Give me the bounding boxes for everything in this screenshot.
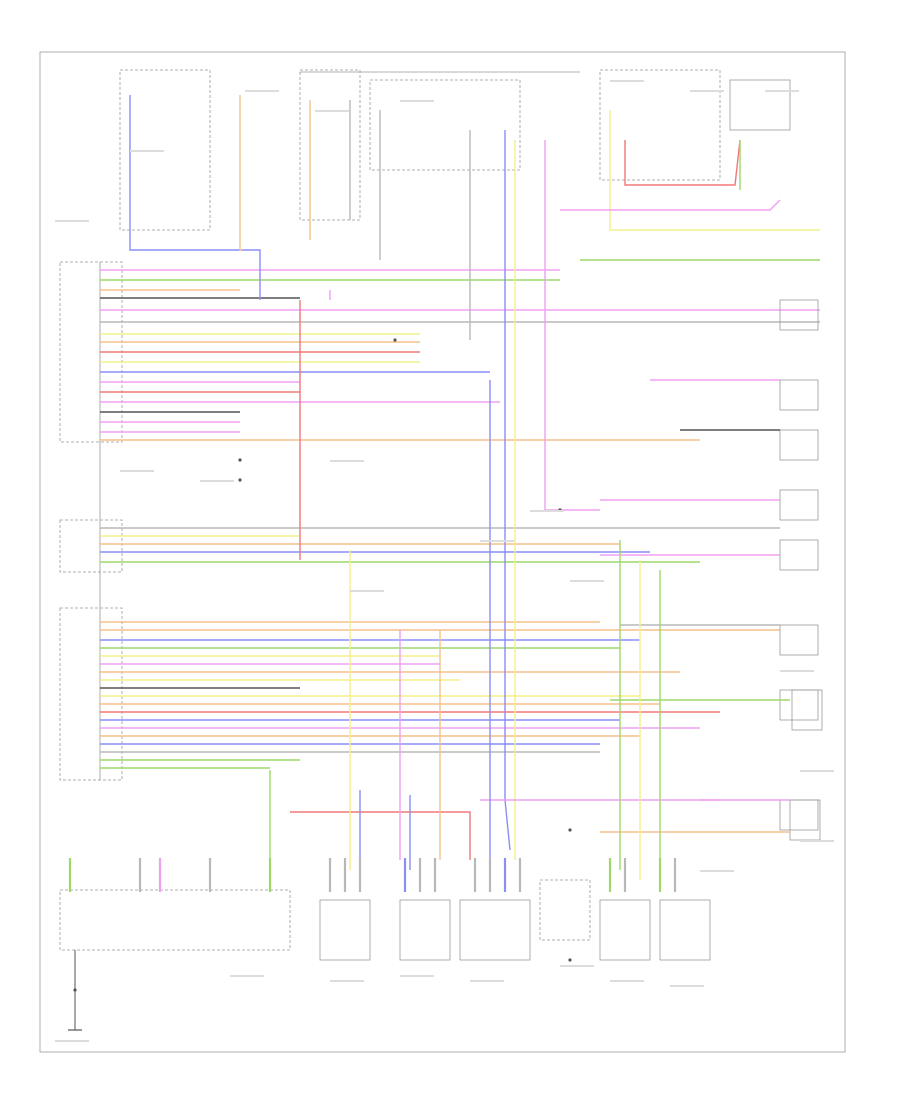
label-mark-14 <box>200 480 234 482</box>
oss-sensor-body <box>791 689 823 731</box>
iss-sensor-body <box>789 799 821 841</box>
torque-converter-clutch <box>779 624 819 656</box>
brake-switch <box>729 79 791 131</box>
label-mark-16 <box>700 870 734 872</box>
splice-3 <box>238 478 242 482</box>
wire-red-top <box>624 139 741 186</box>
label-mark-26 <box>610 980 644 982</box>
ecm-connector-c3 <box>59 607 123 781</box>
vehicle-speed-sensor <box>659 899 711 961</box>
shift-solenoid-a <box>779 379 819 411</box>
label-mark-22 <box>330 980 364 982</box>
wire-pink-top <box>560 199 781 211</box>
throttle-position-sensor <box>459 899 531 961</box>
tcc-solenoid <box>779 489 819 521</box>
splice-6 <box>393 338 397 342</box>
label-mark-7 <box>690 90 724 92</box>
splice-2 <box>238 458 242 462</box>
wire-blue-long <box>504 130 511 851</box>
junction-box-top-right <box>599 69 721 181</box>
label-mark-4 <box>315 110 349 112</box>
label-mark-13 <box>120 470 154 472</box>
wire-blue-top <box>129 95 261 300</box>
label-mark-21 <box>230 975 264 977</box>
label-mark-25 <box>560 965 594 967</box>
epc-solenoid <box>779 539 819 571</box>
output-shaft-speed-sensor <box>779 799 819 831</box>
label-mark-2 <box>130 150 164 152</box>
transmission-range-sensor-bottom <box>59 889 291 951</box>
label-mark-3 <box>245 90 279 92</box>
label-mark-1 <box>55 220 89 222</box>
label-mark-12 <box>330 460 364 462</box>
label-mark-8 <box>765 90 799 92</box>
label-mark-19 <box>780 670 814 672</box>
label-mark-10 <box>480 540 514 542</box>
splice-5 <box>568 958 572 962</box>
label-mark-20 <box>55 1040 89 1042</box>
splice-4 <box>568 828 572 832</box>
transmission-fluid-temp <box>779 689 819 721</box>
transmission-range-sensor <box>779 299 819 331</box>
wire-orange-top <box>239 95 242 251</box>
label-mark-6 <box>610 80 644 82</box>
ecm-connector-c2 <box>59 519 123 573</box>
engine-coolant-sensor <box>599 899 651 961</box>
wire-yellow-right <box>609 110 820 231</box>
label-mark-5 <box>400 100 434 102</box>
label-mark-27 <box>670 985 704 987</box>
power-distribution-box <box>119 69 211 231</box>
label-mark-17 <box>800 770 834 772</box>
label-mark-24 <box>470 980 504 982</box>
sensor-cmp <box>319 899 371 961</box>
fuel-pump-relay <box>539 879 591 941</box>
label-mark-11 <box>570 580 604 582</box>
label-mark-23 <box>400 975 434 977</box>
page-border <box>39 51 846 1053</box>
relay-block <box>369 79 521 171</box>
wire-pink-long <box>544 140 600 511</box>
sensor-harness-top-a <box>299 69 361 221</box>
label-mark-15 <box>350 590 384 592</box>
label-mark-9 <box>530 510 564 512</box>
shift-solenoid-b <box>779 429 819 461</box>
sensor-ckp <box>399 899 451 961</box>
label-mark-18 <box>800 840 834 842</box>
wire-red-low <box>290 811 471 860</box>
